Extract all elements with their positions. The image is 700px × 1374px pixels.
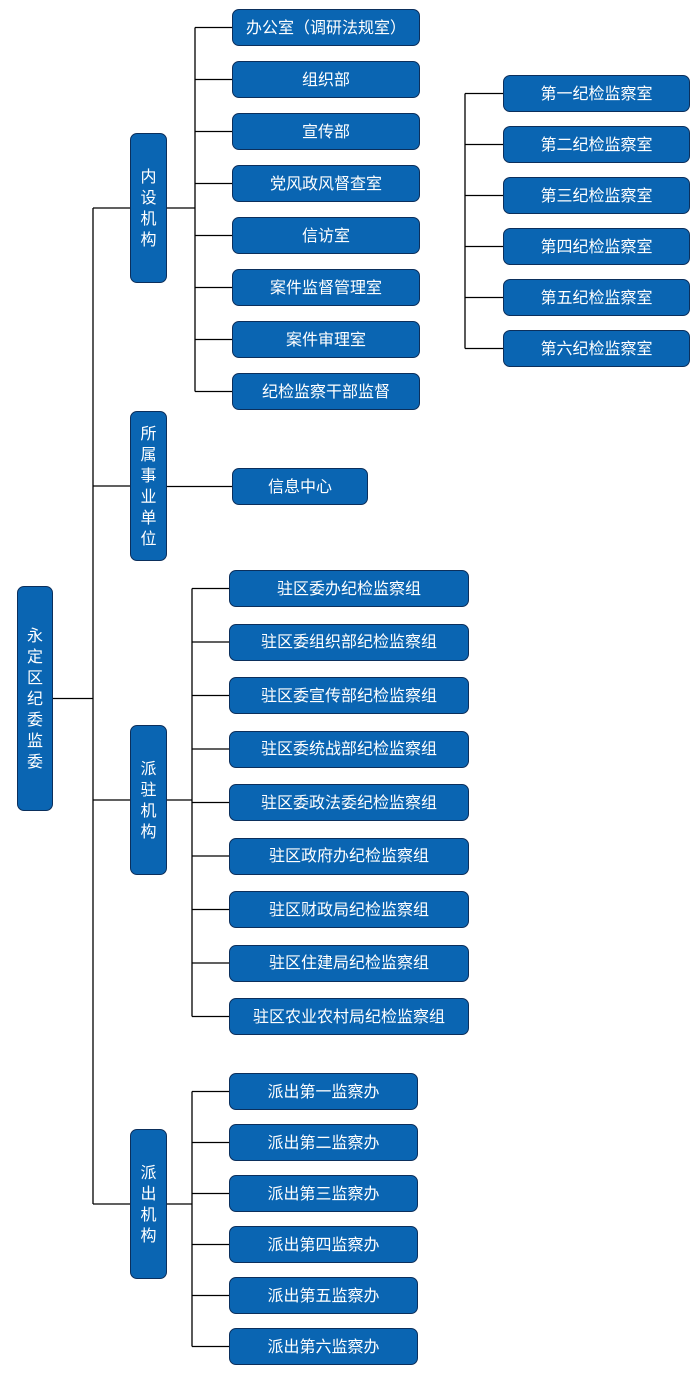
unit-box: 驻区委组织部纪检监察组	[229, 623, 469, 661]
inspection-room-box: 第三纪检监察室	[503, 177, 690, 214]
unit-box: 组织部	[232, 61, 420, 98]
unit-box: 驻区农业农村局纪检监察组	[229, 998, 469, 1035]
unit-box-label: 驻区政府办纪检监察组	[268, 846, 429, 866]
unit-box-label: 驻区委政法委纪检监察组	[260, 792, 437, 812]
unit-box-label: 信访室	[301, 225, 350, 245]
unit-box-label: 派出第一监察办	[267, 1081, 380, 1101]
unit-box-label: 宣传部	[301, 121, 350, 141]
unit-box-label: 驻区财政局纪检监察组	[268, 899, 429, 919]
unit-box: 驻区委政法委纪检监察组	[229, 784, 469, 821]
inspection-room-box: 第五纪检监察室	[503, 279, 690, 316]
unit-box-label: 派出第五监察办	[267, 1285, 380, 1305]
unit-box: 驻区财政局纪检监察组	[229, 891, 469, 928]
unit-box-label: 案件审理室	[285, 329, 366, 349]
unit-box-label: 驻区住建局纪检监察组	[268, 953, 429, 973]
unit-box: 派出第二监察办	[229, 1124, 418, 1161]
inspection-room-box: 第二纪检监察室	[503, 126, 690, 163]
inspection-room-box-label: 第三纪检监察室	[540, 185, 653, 205]
root-box: 永定区纪委监委	[17, 586, 53, 811]
unit-box: 派出第四监察办	[229, 1226, 418, 1263]
unit-box: 驻区委统战部纪检监察组	[229, 730, 469, 768]
unit-box-label: 信息中心	[267, 476, 332, 496]
unit-box-label: 派出第二监察办	[267, 1132, 380, 1152]
unit-box-label: 驻区委宣传部纪检监察组	[260, 685, 437, 705]
unit-box: 信访室	[232, 217, 420, 254]
unit-box: 驻区委宣传部纪检监察组	[229, 677, 469, 714]
inspection-room-box: 第四纪检监察室	[503, 228, 690, 265]
unit-box: 案件审理室	[232, 321, 420, 358]
unit-box: 派出第六监察办	[229, 1328, 418, 1365]
inspection-room-box-label: 第二纪检监察室	[540, 134, 653, 154]
unit-box-label: 驻区委组织部纪检监察组	[260, 632, 437, 652]
unit-box: 党风政风督查室	[232, 165, 420, 202]
unit-box-label: 案件监督管理室	[269, 277, 382, 297]
unit-box: 办公室（调研法规室）	[232, 9, 420, 46]
category-box-shiye-label: 所属事业单位	[140, 424, 157, 548]
unit-box-label: 办公室（调研法规室）	[245, 17, 406, 37]
unit-box: 纪检监察干部监督	[232, 373, 420, 410]
category-box-paichu: 派出机构	[130, 1129, 167, 1279]
unit-box: 信息中心	[232, 468, 368, 505]
unit-box: 宣传部	[232, 113, 420, 150]
inspection-room-box-label: 第六纪检监察室	[540, 338, 653, 358]
unit-box-label: 派出第三监察办	[267, 1183, 380, 1203]
unit-box-label: 驻区农业农村局纪检监察组	[252, 1006, 445, 1026]
category-box-neishe: 内设机构	[130, 133, 167, 283]
unit-box-label: 派出第六监察办	[267, 1336, 380, 1356]
category-box-paichu-label: 派出机构	[140, 1163, 157, 1245]
unit-box: 派出第五监察办	[229, 1277, 418, 1314]
unit-box-label: 党风政风督查室	[269, 173, 382, 193]
inspection-room-box: 第一纪检监察室	[503, 75, 690, 112]
category-box-neishe-label: 内设机构	[140, 167, 157, 249]
inspection-room-box-label: 第五纪检监察室	[540, 287, 653, 307]
unit-box: 案件监督管理室	[232, 269, 420, 306]
category-box-paizhu: 派驻机构	[130, 725, 167, 875]
unit-box: 派出第一监察办	[229, 1073, 418, 1110]
unit-box-label: 驻区委统战部纪检监察组	[260, 739, 437, 759]
unit-box-label: 驻区委办纪检监察组	[276, 578, 421, 598]
inspection-room-box-label: 第四纪检监察室	[540, 236, 653, 256]
root-box-label: 永定区纪委监委	[26, 626, 43, 771]
category-box-paizhu-label: 派驻机构	[140, 759, 157, 841]
unit-box: 派出第三监察办	[229, 1175, 418, 1212]
inspection-room-box-label: 第一纪检监察室	[540, 83, 653, 103]
category-box-shiye: 所属事业单位	[130, 411, 167, 561]
unit-box: 驻区政府办纪检监察组	[229, 837, 469, 875]
unit-box: 驻区住建局纪检监察组	[229, 944, 469, 982]
inspection-room-box: 第六纪检监察室	[503, 330, 690, 367]
unit-box-label: 纪检监察干部监督	[261, 381, 390, 401]
unit-box-label: 派出第四监察办	[267, 1234, 380, 1254]
unit-box-label: 组织部	[301, 69, 350, 89]
unit-box: 驻区委办纪检监察组	[229, 570, 469, 607]
